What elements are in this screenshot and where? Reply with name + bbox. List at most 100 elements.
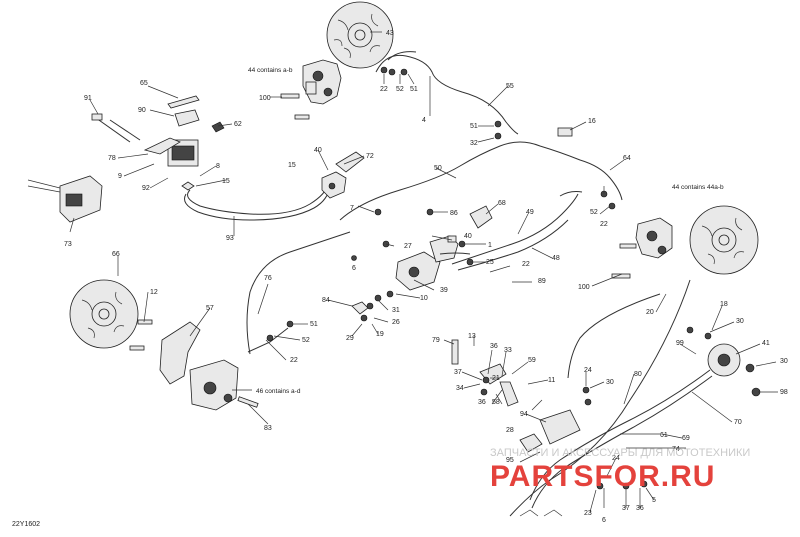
callout-16: 16 (588, 118, 596, 125)
callout-68: 68 (498, 200, 506, 207)
abs-module-left (27, 175, 103, 223)
callout-11: 11 (548, 377, 555, 384)
callout-1: 1 (488, 242, 492, 249)
callout-5: 5 (652, 497, 656, 504)
callout-22b: 22 (600, 221, 608, 228)
callout-92: 92 (142, 185, 150, 192)
callout-40: 40 (314, 147, 322, 154)
callout-15b: 15 (288, 162, 296, 169)
callout-9: 9 (118, 173, 122, 180)
callout-83: 83 (264, 425, 272, 432)
callout-62: 62 (234, 121, 242, 128)
brake-line-49 (559, 191, 583, 197)
callout-37b: 37 (622, 505, 630, 512)
fasteners-84-31 (351, 290, 394, 322)
rear-brake-disc (69, 279, 139, 349)
cable-70 (529, 369, 711, 501)
caliper-bracket-57 (159, 321, 201, 385)
callout-58: 58 (492, 399, 500, 406)
callout-51c: 51 (310, 321, 318, 328)
fasteners-rear-right (480, 326, 712, 490)
callout-98: 98 (780, 389, 788, 396)
callout-19: 19 (376, 331, 384, 338)
rear-caliper (189, 359, 239, 411)
callout-20: 20 (646, 309, 654, 316)
cable-80 (509, 279, 691, 517)
caliper-bolts (280, 66, 408, 120)
callout-93: 93 (226, 235, 234, 242)
callout-24b: 24 (612, 455, 620, 462)
brake-switch-cable (91, 113, 141, 143)
callout-100: 100 (259, 95, 271, 102)
callout-numbers: 43 100 22 52 51 55 4 51 32 16 64 65 91 9… (64, 30, 788, 524)
callout-25: 25 (486, 259, 494, 266)
callout-70: 70 (734, 419, 742, 426)
callout-59: 59 (528, 357, 536, 364)
brake-line-48 (451, 193, 579, 265)
callout-49: 49 (526, 209, 534, 216)
callout-52: 52 (396, 86, 404, 93)
callout-65: 65 (140, 80, 148, 87)
callout-34: 34 (456, 385, 464, 392)
front-right-brake-disc (689, 205, 759, 275)
front-master-cylinder-assembly (143, 95, 225, 191)
callout-84: 84 (322, 297, 330, 304)
callout-52c: 52 (302, 337, 310, 344)
callout-48: 48 (552, 255, 560, 262)
callout-22c: 22 (522, 261, 530, 268)
callout-28: 28 (506, 427, 514, 434)
callout-80: 80 (634, 371, 642, 378)
callout-73: 73 (64, 241, 72, 248)
callout-52b: 52 (590, 209, 598, 216)
callout-26: 26 (392, 319, 400, 326)
callout-30b: 30 (780, 358, 788, 365)
diagram-code: 22Y1602 (12, 521, 40, 528)
brake-hose-93 (187, 183, 329, 215)
front-left-caliper (302, 59, 342, 105)
disc-bolts-12 (129, 319, 153, 351)
callout-55: 55 (506, 83, 514, 90)
front-left-brake-disc (326, 1, 394, 69)
callout-27: 27 (404, 243, 412, 250)
front-right-caliper (635, 217, 673, 259)
callout-69: 69 (682, 435, 690, 442)
brake-regulator-center (321, 151, 365, 199)
callout-40b: 40 (464, 233, 472, 240)
callout-72: 72 (366, 153, 374, 160)
callout-12: 12 (150, 289, 158, 296)
callout-66: 66 (112, 251, 120, 258)
callout-22d: 22 (290, 357, 298, 364)
callout-10: 10 (420, 295, 428, 302)
brake-line-76 (246, 231, 351, 355)
bolt-100-right (611, 273, 631, 279)
callout-13: 13 (468, 333, 476, 340)
callout-86: 86 (450, 210, 458, 217)
brake-line-front-left (375, 54, 519, 135)
note-rear-caliper: 46 contains a-d (256, 388, 301, 395)
callout-15: 15 (222, 178, 230, 185)
line-20 (567, 293, 661, 379)
callout-24: 24 (584, 367, 592, 374)
park-brake-drum-41 (707, 343, 761, 397)
brake-line-50 (339, 141, 623, 221)
callout-32: 32 (470, 140, 478, 147)
callout-7: 7 (350, 205, 354, 212)
callout-50: 50 (434, 165, 442, 172)
leader-lines (69, 31, 778, 513)
watermark-tagline: ЗАПЧАСТИ И АКСЕССУАРЫ ДЛЯ МОТОТЕХНИКИ (490, 447, 750, 459)
note-front-left-caliper: 44 contains a-b (248, 67, 293, 74)
callout-21: 21 (492, 375, 500, 382)
callout-36b: 36 (478, 399, 486, 406)
callout-76: 76 (264, 275, 272, 282)
callout-61: 61 (660, 432, 668, 439)
callout-95: 95 (506, 457, 514, 464)
callout-18: 18 (720, 301, 728, 308)
callout-23: 23 (584, 510, 592, 517)
callout-30c: 30 (606, 379, 614, 386)
callout-33: 33 (504, 347, 512, 354)
callout-51b: 51 (470, 123, 478, 130)
callout-57: 57 (206, 305, 214, 312)
callout-90: 90 (138, 107, 146, 114)
callout-94: 94 (520, 411, 528, 418)
